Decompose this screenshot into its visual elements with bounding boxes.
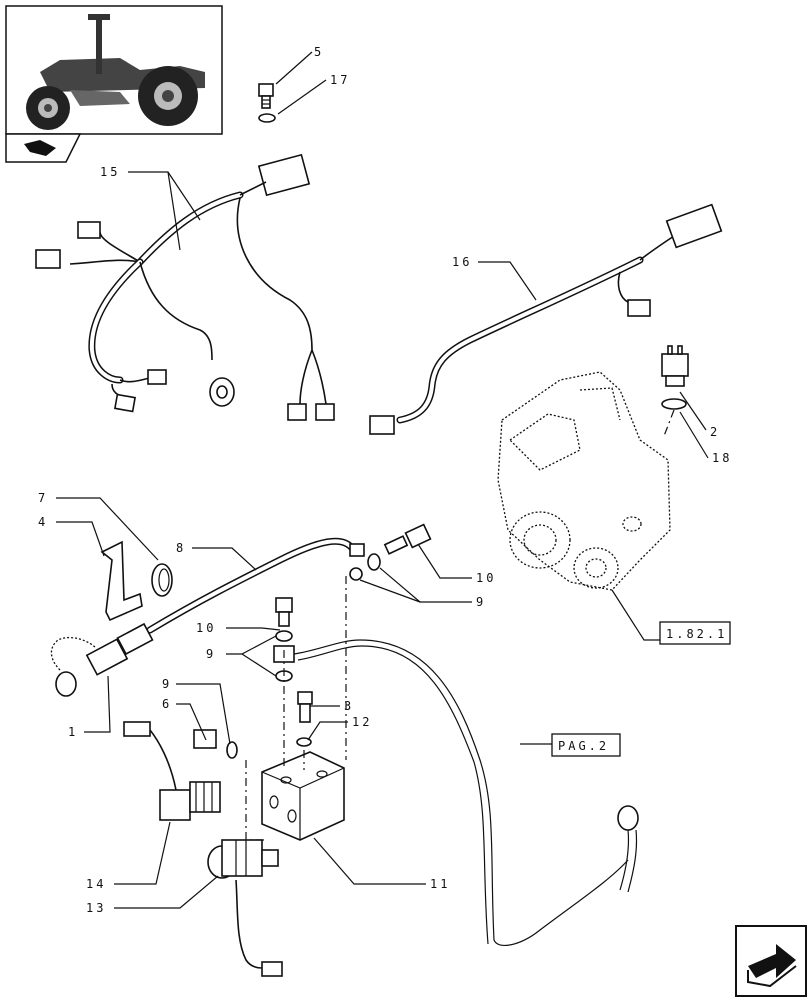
page-reference-text: PAG.2 [558, 739, 609, 753]
callout-2: 2 [710, 425, 720, 439]
book-icon [5, 133, 82, 163]
bolt-10-upper [383, 535, 409, 555]
washer-9-upper [367, 553, 381, 571]
callout-6: 6 [162, 697, 172, 711]
tractor-thumbnail-icon [5, 5, 223, 135]
washer-12 [296, 737, 312, 747]
wiring-harness-15 [35, 153, 335, 421]
bolt-10-lower [275, 597, 293, 613]
washer-9-lower [349, 567, 363, 581]
wiring-harness-16 [369, 203, 723, 435]
solenoid-coil-13 [207, 839, 283, 977]
housing-reference-box[interactable]: 1.82.1 [659, 621, 731, 645]
callout-4: 4 [38, 515, 48, 529]
housing-reference-text: 1.82.1 [666, 627, 727, 641]
page-reference-box[interactable]: PAG.2 [551, 733, 621, 757]
callout-16: 16 [452, 255, 472, 269]
pressure-switch-2 [661, 345, 689, 387]
callout-15: 15 [100, 165, 120, 179]
sensor-3 [297, 691, 313, 723]
callout-3: 3 [344, 699, 354, 713]
bracket-4 [100, 540, 143, 622]
callout-9-lower: 9 [162, 677, 172, 691]
next-page-arrow-icon[interactable] [735, 925, 807, 997]
callout-9-left: 9 [206, 647, 216, 661]
washer-17 [258, 113, 276, 123]
callout-12: 12 [352, 715, 372, 729]
callout-5: 5 [314, 45, 324, 59]
callout-14: 14 [86, 877, 106, 891]
callout-18: 18 [712, 451, 732, 465]
callout-7: 7 [38, 491, 48, 505]
quick-coupler-1 [50, 622, 154, 697]
o-ring-18 [661, 398, 687, 410]
callout-10-right: 10 [476, 571, 496, 585]
transmission-housing [497, 371, 671, 591]
callout-11: 11 [430, 877, 450, 891]
callout-8: 8 [176, 541, 186, 555]
callout-10-left: 10 [196, 621, 216, 635]
callout-1: 1 [68, 725, 78, 739]
callout-17: 17 [330, 73, 350, 87]
solenoid-14 [123, 721, 221, 821]
callout-9-right: 9 [476, 595, 486, 609]
callout-13: 13 [86, 901, 106, 915]
valve-block-11 [261, 751, 345, 841]
bolt-5 [258, 83, 274, 109]
washer-9-side [226, 741, 238, 759]
pipe-8 [146, 537, 365, 634]
